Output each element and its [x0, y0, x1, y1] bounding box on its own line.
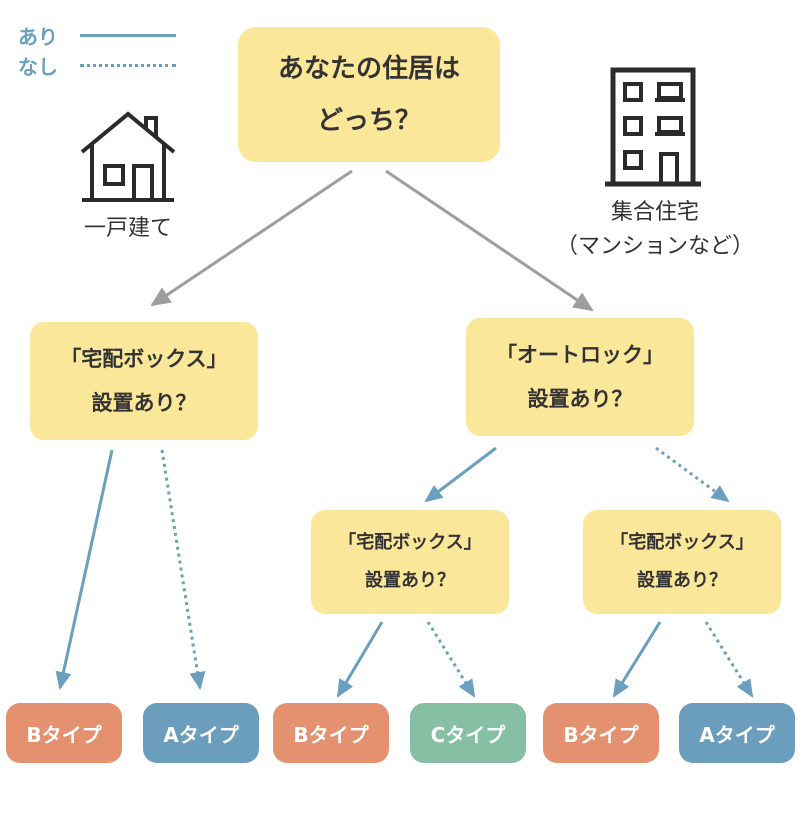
arrow-house-yes [55, 449, 114, 690]
question-line2: 設置あり？ [91, 391, 197, 415]
arrow-start-to-house [150, 169, 353, 307]
result-type-a: Aタイプ [679, 703, 795, 763]
question-line2: 設置あり？ [527, 387, 633, 411]
start-question-line1: あなたの住居は [277, 53, 460, 84]
result-type-a: Aタイプ [143, 703, 259, 763]
house-icon [80, 111, 176, 202]
result-type-b: Bタイプ [543, 703, 659, 763]
question-line1: 「宅配ボックス」 [338, 532, 482, 553]
result-type-b: Bタイプ [273, 703, 389, 763]
dotted-line-swatch [80, 63, 176, 67]
apartment-delivery-box-question-with-lock: 「宅配ボックス」 設置あり？ [311, 510, 509, 614]
solid-line-swatch [80, 33, 176, 37]
house-delivery-box-question: 「宅配ボックス」 設置あり？ [30, 322, 258, 440]
question-line2: 設置あり？ [365, 570, 455, 591]
apartment-label-line1: 集合住宅 [610, 200, 699, 225]
apartment-delivery-box-question-without-lock: 「宅配ボックス」 設置あり？ [583, 510, 781, 614]
legend: あり なし [18, 20, 176, 80]
arrow-sub1-yes [336, 621, 384, 698]
apartment-label-line2: （マンションなど） [555, 234, 754, 259]
arrow-sub2-yes [612, 621, 662, 698]
house-label: 一戸建て [83, 216, 172, 241]
start-question-line2: どっち？ [316, 105, 421, 136]
legend-yes-label: あり [18, 24, 58, 49]
autolock-question: 「オートロック」 設置あり？ [466, 318, 694, 436]
arrow-sub2-no [704, 621, 754, 698]
arrow-autolock-no [655, 446, 730, 503]
arrow-start-to-apartment [385, 169, 594, 312]
result-type-c: Cタイプ [410, 703, 526, 763]
apartment-label: 集合住宅 （マンションなど） [540, 196, 770, 264]
arrow-autolock-yes [424, 446, 497, 503]
result-type-b: Bタイプ [6, 703, 122, 763]
question-line1: 「オートロック」 [496, 343, 664, 367]
arrow-sub1-no [426, 621, 476, 698]
question-line2: 設置あり？ [637, 570, 727, 591]
legend-no-label: なし [18, 54, 58, 79]
legend-yes: あり [18, 20, 176, 50]
start-question-box: あなたの住居は どっち？ [238, 27, 500, 162]
arrow-house-no [160, 449, 206, 690]
apartment-building-icon [605, 67, 701, 187]
legend-no: なし [18, 50, 176, 80]
question-line1: 「宅配ボックス」 [610, 532, 754, 553]
question-line1: 「宅配ボックス」 [60, 347, 228, 371]
